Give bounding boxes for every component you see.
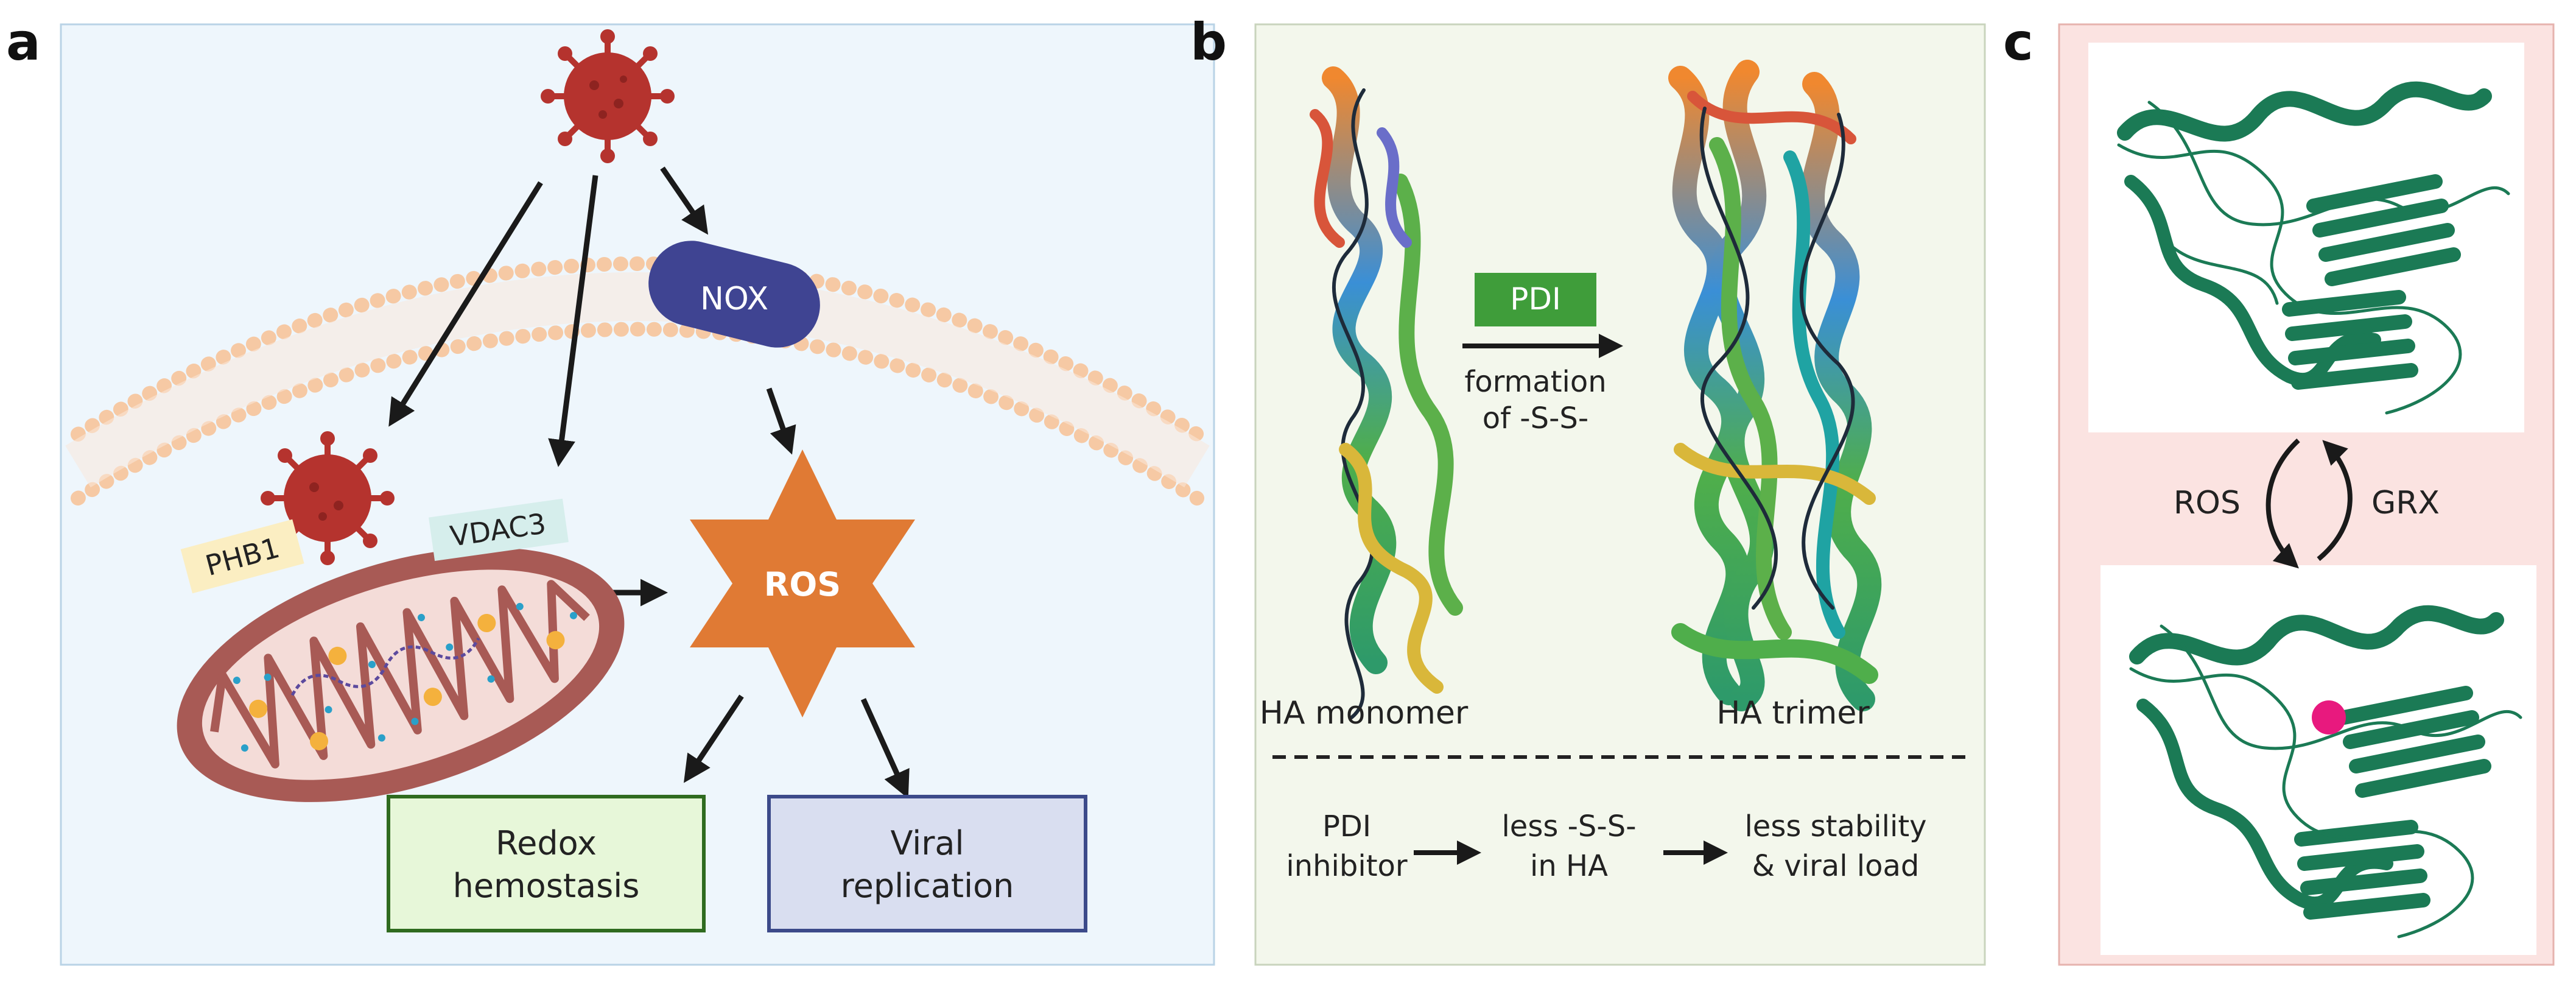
- phb1-tag: [180, 519, 304, 594]
- protein-structure-bottom: [2129, 605, 2522, 939]
- formation-label-line1: formation: [1464, 365, 1606, 399]
- panel-letter-a: a: [6, 12, 41, 72]
- cell-membrane: [71, 256, 1204, 506]
- arrow-virus-to-entry: [388, 181, 543, 427]
- panel-a-canvas: NOX ROS PHB1 V: [60, 23, 1215, 966]
- inhibitor-label-line1: PDI: [1322, 809, 1371, 844]
- arrow-ros-to-viral: [860, 698, 910, 799]
- nox-label: NOX: [700, 281, 768, 317]
- formation-label-line2: of -S-S-: [1483, 401, 1588, 435]
- oxidation-site-dot: [2312, 700, 2346, 735]
- less-ss-label-line2: in HA: [1530, 849, 1608, 883]
- redox-label-line2: hemostasis: [453, 867, 640, 905]
- virus-icon-top: [541, 29, 675, 163]
- stability-label-line2: & viral load: [1752, 849, 1920, 883]
- membrane-band: [65, 272, 1210, 488]
- inhibitor-label-line2: inhibitor: [1286, 849, 1408, 883]
- ros-label: ROS: [764, 565, 841, 604]
- panel-letter-b: b: [1190, 12, 1227, 72]
- panel-a: NOX ROS PHB1 V: [60, 23, 1215, 966]
- ha-trimer-structure: [1668, 60, 1882, 711]
- panel-c-canvas: ROS GRX: [2058, 23, 2555, 966]
- ha-monomer-label: HA monomer: [1260, 695, 1469, 731]
- panel-letter-c: c: [2003, 12, 2034, 72]
- arrow-grx: [2317, 440, 2353, 562]
- stability-label-line1: less stability: [1744, 809, 1926, 844]
- arrow-ros: [2265, 439, 2300, 569]
- panel-b: PDI formation of -S-S- HA monomer HA tri…: [1254, 23, 1986, 966]
- ha-trimer-label: HA trimer: [1716, 695, 1870, 731]
- arrow-virus-to-vdac3: [548, 175, 598, 467]
- ros-star: [690, 449, 915, 717]
- vdac3-tag: [429, 498, 569, 561]
- pdi-label: PDI: [1510, 281, 1560, 317]
- pdi-box: [1475, 273, 1596, 326]
- arrow-ros-to-redox: [684, 694, 744, 783]
- viral-label-line2: replication: [841, 867, 1014, 905]
- viral-label-line1: Viral: [890, 824, 964, 862]
- panel-b-canvas: PDI formation of -S-S- HA monomer HA tri…: [1254, 23, 1986, 966]
- nox-enzyme: [648, 241, 820, 348]
- panel-c: ROS GRX: [2058, 23, 2555, 966]
- ros-label-c: ROS: [2174, 485, 2241, 521]
- mitochondrion: [177, 548, 625, 802]
- viral-box: [767, 795, 1087, 932]
- redox-box: [387, 795, 706, 932]
- ha-monomer-structure: [1310, 66, 1463, 719]
- redox-label-line1: Redox: [496, 824, 597, 862]
- less-ss-label-line1: less -S-S-: [1501, 809, 1636, 844]
- arrow-virus-to-nox: [660, 166, 709, 235]
- grx-label: GRX: [2371, 485, 2440, 521]
- arrow-nox-to-ros: [766, 387, 796, 455]
- protein-structure-top: [2117, 81, 2510, 415]
